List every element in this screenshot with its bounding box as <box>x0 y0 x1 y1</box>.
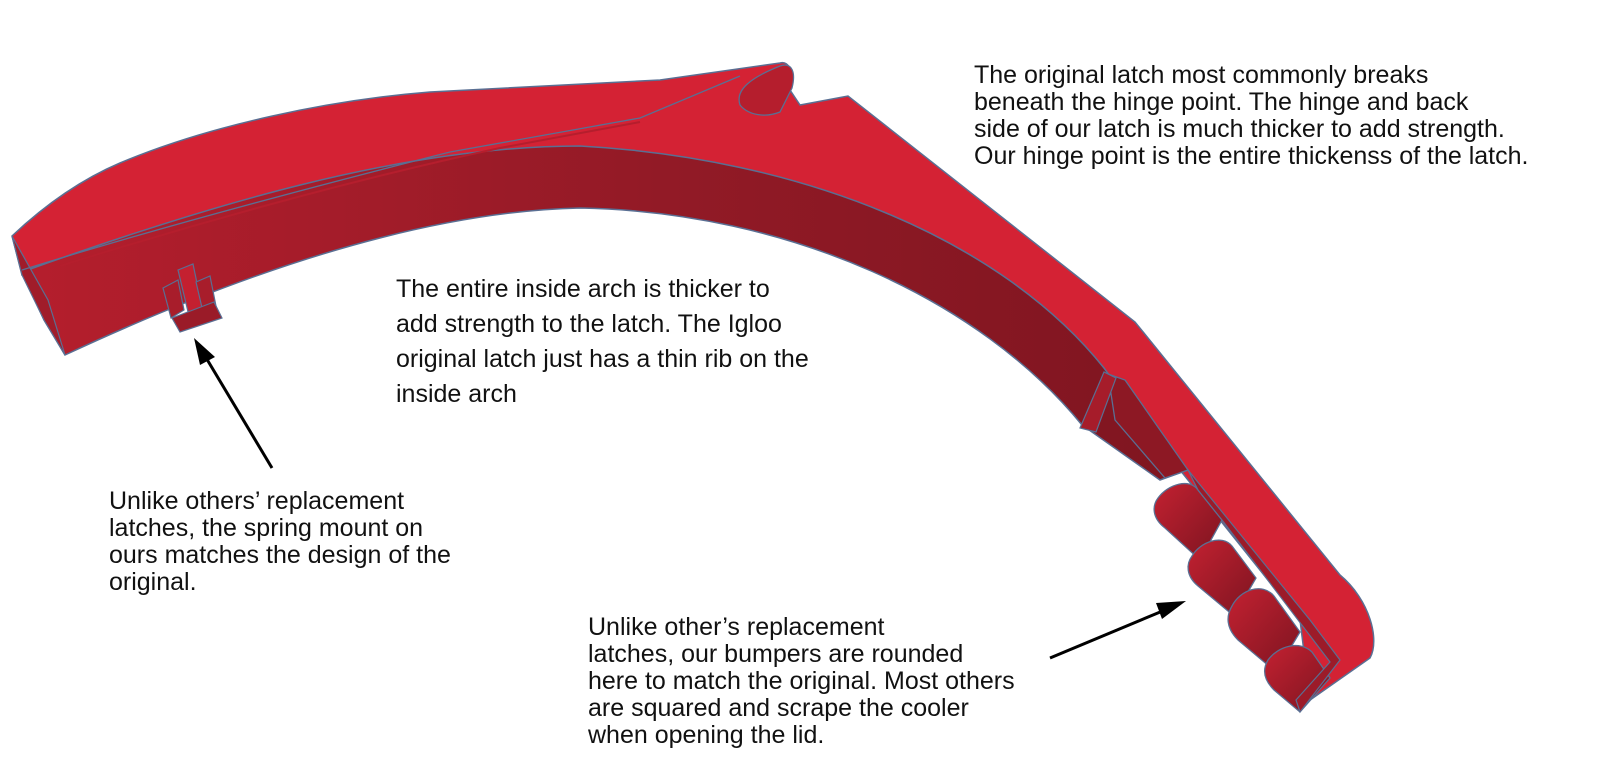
latch-top-rib <box>21 75 741 271</box>
annotation-line: Our hinge point is the entire thickenss … <box>974 142 1529 170</box>
annotation-line: The entire inside arch is thicker to <box>396 275 770 303</box>
annotation-line: side of our latch is much thicker to add… <box>974 115 1505 143</box>
bumper-annotation: Unlike other’s replacement latches, our … <box>588 614 1015 749</box>
arch-annotation: The entire inside arch is thicker to add… <box>396 272 809 412</box>
annotation-line: when opening the lid. <box>588 721 825 749</box>
annotation-line: here to match the original. Most others <box>588 667 1015 695</box>
spring-mount-arrow <box>194 338 274 469</box>
annotation-line: are squared and scrape the cooler <box>588 694 969 722</box>
bumper-arrow <box>1049 601 1186 660</box>
annotation-line: original latch just has a thin rib on th… <box>396 345 809 373</box>
latch-end-face <box>11 235 66 356</box>
arch-step-edge <box>1079 371 1117 433</box>
hinge-tab <box>738 64 795 116</box>
annotation-line: Unlike others’ replacement <box>109 487 405 515</box>
hinge-annotation: The original latch most commonly breaks … <box>974 62 1528 170</box>
bumper-1 <box>1153 482 1223 562</box>
spring-mount <box>162 263 223 333</box>
latch-bumpers <box>1153 482 1331 713</box>
bumper-4 <box>1263 644 1331 713</box>
annotation-line: add strength to the latch. The Igloo <box>396 310 782 338</box>
bumper-base-wall <box>1187 469 1341 714</box>
annotation-line: ours matches the design of the <box>109 541 451 569</box>
annotation-line: latches, our bumpers are rounded <box>588 640 964 668</box>
latch-top-rib-shadow <box>59 121 641 267</box>
annotation-line: inside arch <box>396 380 517 408</box>
annotation-line: The original latch most commonly breaks <box>974 61 1429 89</box>
annotation-line: original. <box>109 568 197 596</box>
arch-step-block <box>1107 373 1190 479</box>
annotation-line: beneath the hinge point. The hinge and b… <box>974 88 1469 116</box>
spring-mount-annotation: Unlike others’ replacement latches, the … <box>109 488 451 596</box>
annotation-line: latches, the spring mount on <box>109 514 424 542</box>
annotation-line: Unlike other’s replacement <box>588 613 885 641</box>
